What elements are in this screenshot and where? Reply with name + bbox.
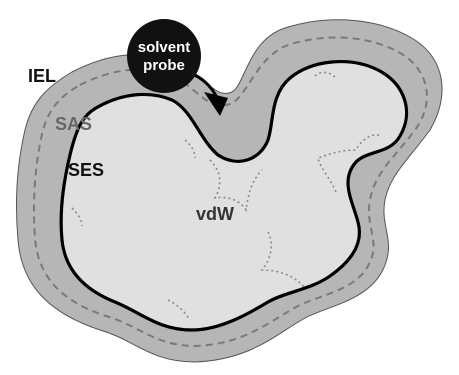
probe-label-line2: probe [143, 57, 185, 74]
iel-label: IEL [28, 66, 56, 86]
sas-label: SAS [55, 114, 92, 134]
vdw-label: vdW [196, 204, 234, 224]
probe-label-line1: solvent [138, 39, 191, 56]
ses-label: SES [68, 160, 104, 180]
solvent-probe-circle [127, 19, 201, 93]
